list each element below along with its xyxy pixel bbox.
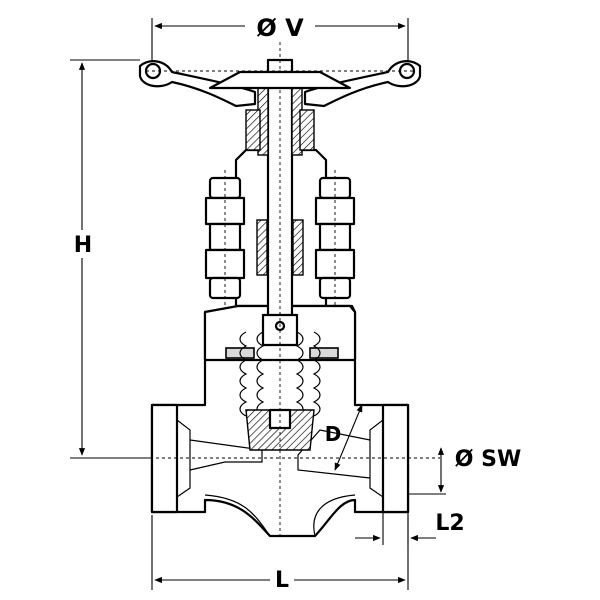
label-handwheel-diameter: Ø V <box>256 14 304 42</box>
label-socket-depth: L2 <box>435 511 464 536</box>
label-socket-weld-diameter: Ø SW <box>455 447 521 472</box>
bellows-stem <box>239 30 321 540</box>
dimension-handwheel-diameter: Ø V <box>151 12 409 62</box>
label-disc-diameter: D <box>325 422 342 446</box>
label-length: L <box>275 568 289 593</box>
handwheel <box>138 60 422 108</box>
dimension-socket-depth: L2 <box>355 511 465 545</box>
dimension-height: H <box>70 59 150 459</box>
dimension-disc-diameter: D <box>325 404 363 471</box>
dimension-length: L <box>151 515 409 593</box>
dimension-socket-weld-diameter: Ø SW <box>408 447 521 495</box>
label-height: H <box>74 233 92 258</box>
